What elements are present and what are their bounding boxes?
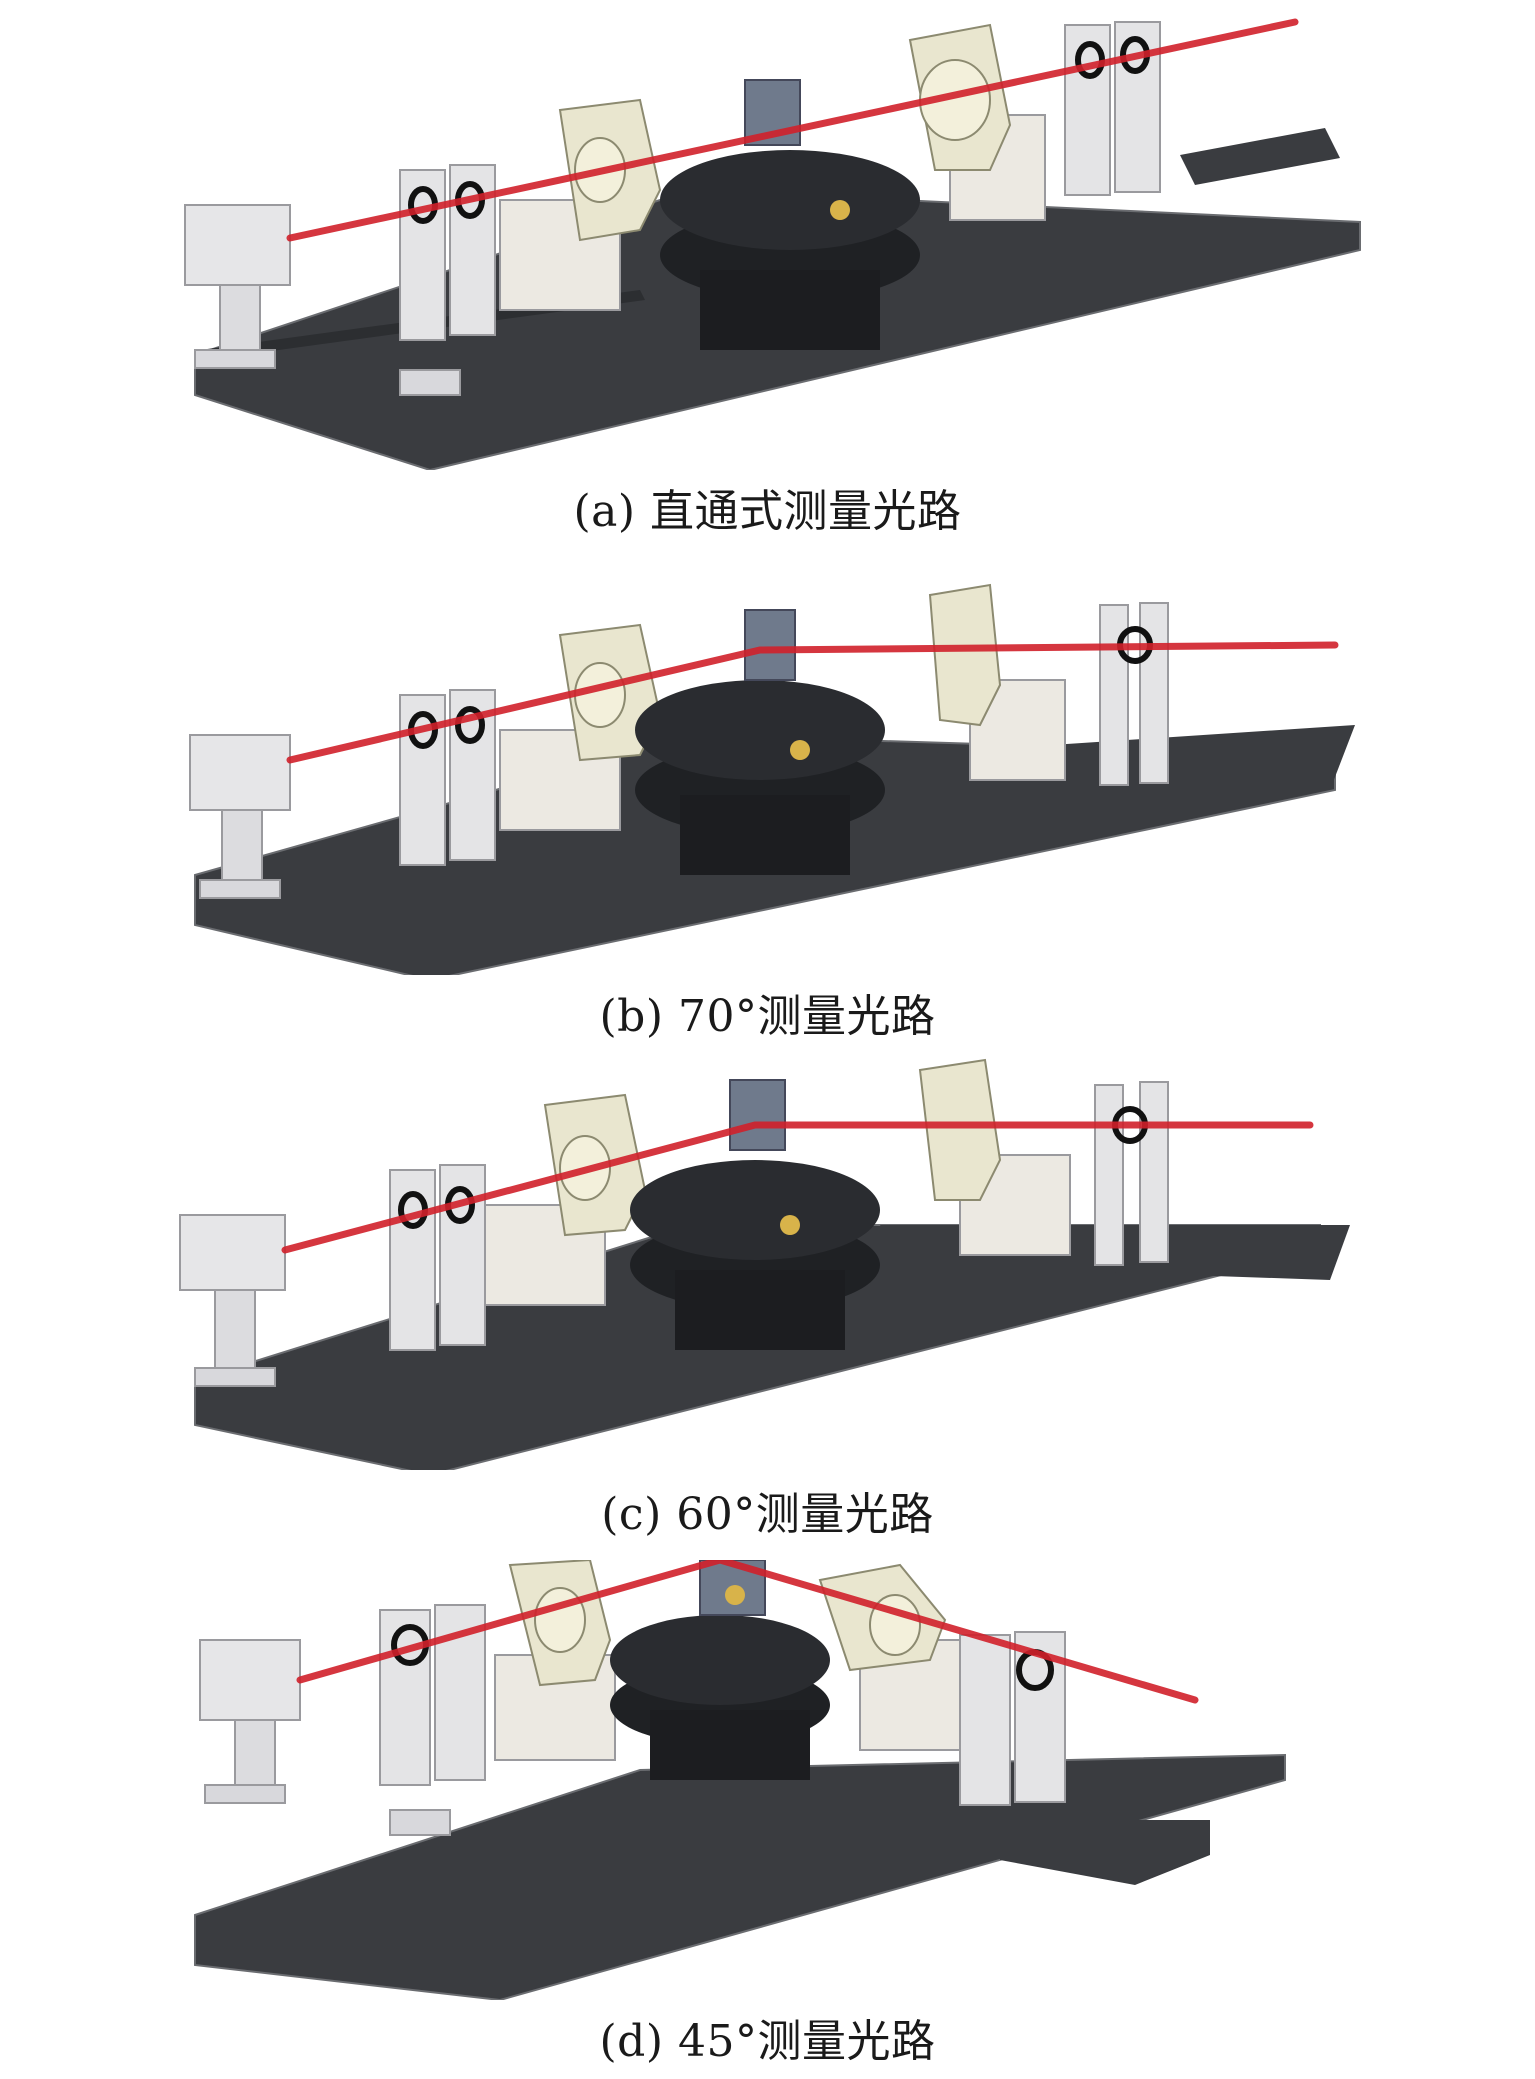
rotation-mount-right [918, 1058, 1071, 1256]
laser-source [199, 1639, 301, 1804]
breadboard-extension [1180, 128, 1340, 185]
panel-a: (a) 直通式测量光路 [0, 0, 1535, 540]
aperture-mount-right [1064, 21, 1161, 196]
sample-holder [744, 609, 796, 681]
rotation-stage [610, 1560, 830, 1780]
caption-a: (a) 直通式测量光路 [573, 486, 962, 537]
laser-source [189, 734, 291, 899]
rotation-stage [630, 1079, 880, 1350]
illustration-a [184, 18, 1361, 470]
illustration-c [179, 1058, 1350, 1470]
rotation-mount-left [494, 1560, 616, 1761]
sample-holder [744, 79, 801, 146]
laser-beam [296, 1560, 1199, 1704]
aperture-mount-left [379, 1604, 486, 1836]
caption-b: (b) 70°测量光路 [599, 991, 936, 1042]
laser-source [184, 204, 291, 369]
illustration-b [189, 583, 1355, 975]
laser-source [179, 1214, 286, 1387]
aperture-mount-right [1099, 602, 1169, 786]
laser-beam [286, 18, 1299, 242]
aperture-mount-right [1094, 1081, 1169, 1266]
illustration-d [194, 1560, 1286, 2000]
aperture-mount-left [389, 1164, 486, 1351]
panel-b: (b) 70°测量光路 [0, 545, 1535, 1045]
rotation-mount-right [818, 1563, 961, 1751]
caption-d: (d) 45°测量光路 [599, 2016, 936, 2067]
breadboard [194, 1753, 1286, 2000]
caption-c: (c) 60°测量光路 [601, 1489, 934, 1540]
rotation-mount-left [499, 623, 662, 831]
panel-d: (d) 45°测量光路 [0, 1560, 1535, 2079]
sample-holder [729, 1079, 786, 1151]
laser-beam [286, 641, 1339, 764]
panel-c: (c) 60°测量光路 [0, 1050, 1535, 1550]
rotation-mount-right [908, 23, 1046, 221]
rotation-mount-right [928, 583, 1066, 781]
rotation-stage [635, 609, 885, 875]
breadboard-extension [1000, 1820, 1210, 1885]
laser-beam [281, 1121, 1314, 1254]
rotation-stage [660, 79, 920, 350]
